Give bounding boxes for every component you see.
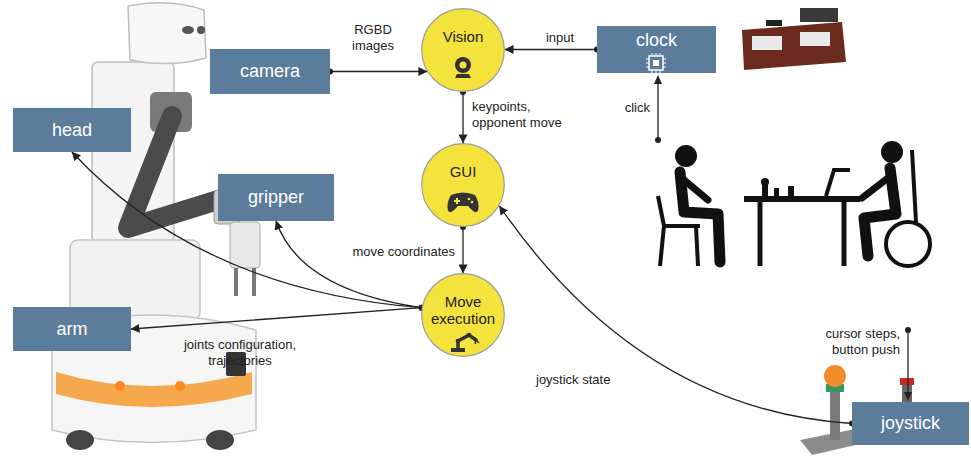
circle-outline [421, 143, 505, 227]
edge-label: joints configuration, trajectories [160, 337, 320, 369]
players-illustration [658, 141, 930, 266]
connector [505, 49, 597, 50]
edge-label: joystick state [536, 372, 636, 388]
edge-label: input [530, 30, 590, 46]
component-box: head [13, 108, 131, 152]
edge-label: move coordinates [335, 244, 455, 260]
connector [462, 92, 463, 143]
connector [131, 308, 422, 329]
connector [330, 71, 427, 72]
node-label: Vision [427, 28, 499, 45]
connector [276, 221, 422, 308]
node-label: head [52, 120, 92, 141]
process-circle: GUI [421, 143, 505, 227]
signal-label: cursor steps, button push [788, 326, 900, 358]
connector [72, 152, 422, 308]
component-box: joystick [852, 402, 969, 445]
component-box: arm [13, 307, 131, 351]
chess-clock-picture [742, 8, 846, 70]
node-label: clock [636, 30, 677, 51]
edge-label: keypoints, opponent move [472, 99, 582, 131]
component-box: camera [210, 49, 330, 94]
process-circle: Vision [421, 8, 505, 92]
process-circle: Move execution [421, 273, 505, 357]
connector [499, 206, 852, 424]
node-label: Move execution [427, 293, 499, 327]
component-box: gripper [218, 174, 334, 221]
node-label: gripper [248, 187, 304, 208]
leader-lines [654, 75, 912, 401]
component-box: clock [597, 26, 716, 73]
connector [462, 227, 463, 273]
node-label: joystick [881, 413, 940, 434]
node-label: camera [240, 61, 300, 82]
edge-label: RGBD images [340, 22, 406, 54]
signal-label: click [590, 100, 650, 116]
node-label: GUI [427, 163, 499, 180]
circle-outline [421, 8, 505, 92]
node-label: arm [57, 319, 88, 340]
